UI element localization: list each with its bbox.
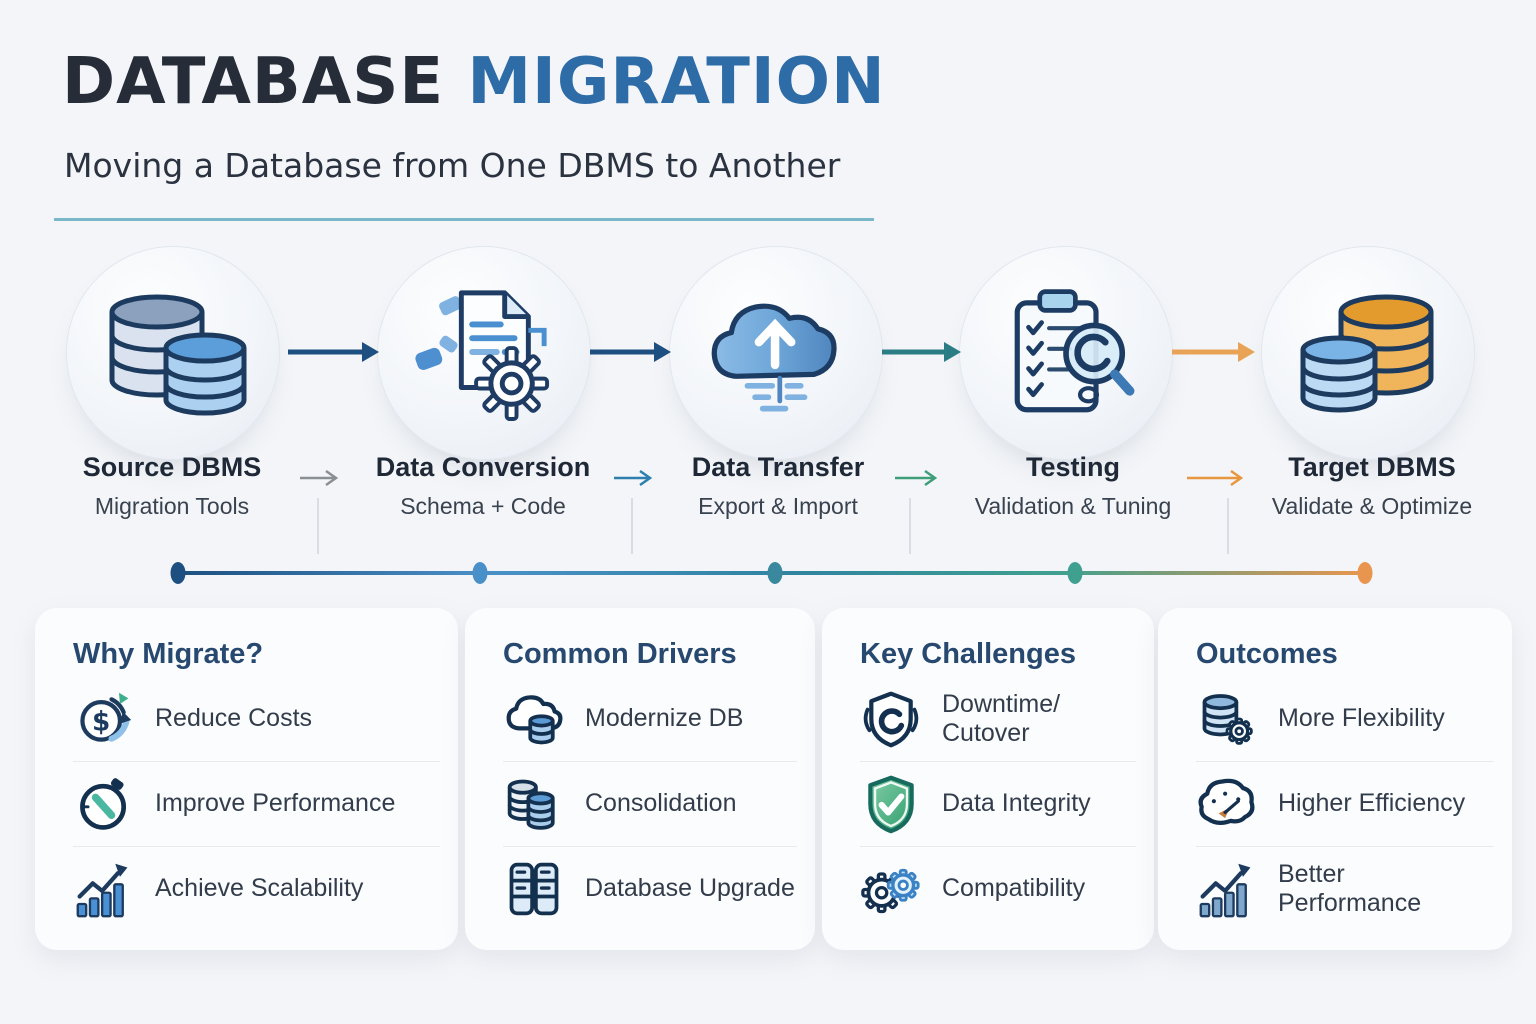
- item-downtime-cutover: Downtime/Cutover: [860, 677, 1136, 761]
- step-label-testing: Testing Validation & Tuning: [923, 452, 1223, 520]
- step-title: Source DBMS: [82, 452, 262, 482]
- document-gear-icon: [415, 290, 550, 421]
- label-arrow-2: [614, 469, 653, 487]
- card-outcomes: Outcomes: [1158, 608, 1512, 950]
- step-circle-testing: [959, 246, 1173, 460]
- dollar-cycle-icon: $: [73, 687, 135, 751]
- card-key-challenges: Key Challenges Downtime/Cutover: [822, 608, 1154, 950]
- item-label: Downtime/Cutover: [942, 689, 1061, 748]
- timeline-dot-3: [767, 562, 783, 584]
- flow-arrow-4: [1172, 342, 1255, 362]
- item-label: Reduce Costs: [155, 704, 313, 733]
- card-common-drivers: Common Drivers Modernize DB: [465, 608, 815, 950]
- label-arrow-1: [300, 469, 339, 487]
- label-divider: [317, 498, 319, 554]
- step-subtitle: Validation & Tuning: [974, 493, 1172, 519]
- item-modernize-db: Modernize DB: [503, 677, 797, 761]
- item-reduce-costs: $ Reduce Costs: [73, 677, 440, 761]
- step-title: Data Transfer: [691, 452, 865, 482]
- step-label-data-transfer: Data Transfer Export & Import: [628, 452, 928, 520]
- step-label-data-conversion: Data Conversion Schema + Code: [333, 452, 633, 520]
- step-title: Testing: [1026, 452, 1120, 482]
- step-circle-data-transfer: [669, 246, 883, 460]
- card-title: Common Drivers: [503, 638, 737, 670]
- step-subtitle: Export & Import: [698, 493, 858, 519]
- card-title: Key Challenges: [860, 638, 1076, 670]
- svg-text:$: $: [92, 707, 110, 737]
- item-higher-efficiency: Higher Efficiency: [1196, 761, 1494, 846]
- card-why-migrate: Why Migrate? $ Reduce Costs: [35, 608, 458, 950]
- step-circle-data-conversion: [377, 246, 591, 460]
- target-database-stack-icon: [1300, 294, 1434, 412]
- step-subtitle: Validate & Optimize: [1271, 493, 1473, 519]
- item-improve-performance: Improve Performance: [73, 761, 440, 846]
- cloud-database-icon: [503, 687, 565, 751]
- item-data-integrity: Data Integrity: [860, 761, 1136, 846]
- card-title: Why Migrate?: [73, 638, 264, 670]
- step-subtitle: Migration Tools: [94, 493, 250, 519]
- clipboard-magnifier-icon: [1014, 288, 1135, 412]
- flow-arrow-3: [882, 342, 961, 362]
- shield-check-icon: [860, 772, 922, 836]
- item-label: Database Upgrade: [585, 874, 795, 903]
- growth-chart-icon: [73, 857, 135, 921]
- step-label-target-dbms: Target DBMS Validate & Optimize: [1222, 452, 1522, 520]
- shield-sync-icon: [860, 687, 922, 751]
- database-pair-icon: [503, 772, 565, 836]
- timeline-dot-4: [1067, 562, 1083, 584]
- item-more-flexibility: More Flexibility: [1196, 677, 1494, 761]
- item-label: Compatibility: [942, 874, 1086, 903]
- server-rack-icon: [503, 857, 565, 921]
- growth-chart-icon: [1196, 857, 1258, 921]
- item-label: Improve Performance: [155, 789, 396, 818]
- brain-gauge-icon: [1196, 772, 1258, 836]
- item-label: Data Integrity: [942, 789, 1091, 818]
- card-title: Outcomes: [1196, 638, 1338, 670]
- timeline-dot-2: [472, 562, 488, 584]
- item-label: Achieve Scalability: [155, 874, 364, 903]
- database-gear-icon: [1196, 687, 1258, 751]
- item-better-performance: Better Performance: [1196, 846, 1494, 931]
- page-subtitle: Moving a Database from One DBMS to Anoth…: [64, 146, 841, 185]
- cloud-upload-icon: [711, 303, 837, 411]
- label-arrow-4: [1187, 469, 1244, 487]
- page-title: DATABASE MIGRATION: [62, 50, 886, 114]
- label-arrow-3: [895, 469, 938, 487]
- step-subtitle: Schema + Code: [400, 493, 566, 519]
- label-divider: [1227, 498, 1229, 554]
- step-title: Target DBMS: [1288, 452, 1456, 482]
- item-compatibility: Compatibility: [860, 846, 1136, 931]
- item-label: Higher Efficiency: [1278, 789, 1466, 818]
- step-label-source-dbms: Source DBMS Migration Tools: [22, 452, 322, 520]
- label-divider: [909, 498, 911, 554]
- step-title: Data Conversion: [375, 452, 591, 482]
- step-circle-source-dbms: [66, 246, 280, 460]
- label-divider: [631, 498, 633, 554]
- timeline: [170, 562, 1373, 584]
- title-primary: DATABASE: [62, 45, 445, 119]
- step-circle-target-dbms: [1261, 246, 1475, 460]
- gauge-icon: [73, 772, 135, 836]
- timeline-dot-1: [170, 562, 186, 584]
- flow-arrow-2: [590, 342, 671, 362]
- item-label: Consolidation: [585, 789, 737, 818]
- item-consolidation: Consolidation: [503, 761, 797, 846]
- header-underline: [54, 218, 874, 221]
- flow-arrow-1: [288, 342, 379, 362]
- item-label: Better Performance: [1278, 859, 1422, 918]
- title-accent: MIGRATION: [467, 45, 886, 119]
- source-database-stack-icon: [109, 294, 247, 415]
- item-label: Modernize DB: [585, 704, 744, 733]
- item-database-upgrade: Database Upgrade: [503, 846, 797, 931]
- item-achieve-scalability: Achieve Scalability: [73, 846, 440, 931]
- gears-icon: [860, 857, 922, 921]
- timeline-dot-5: [1357, 562, 1373, 584]
- item-label: More Flexibility: [1278, 704, 1445, 733]
